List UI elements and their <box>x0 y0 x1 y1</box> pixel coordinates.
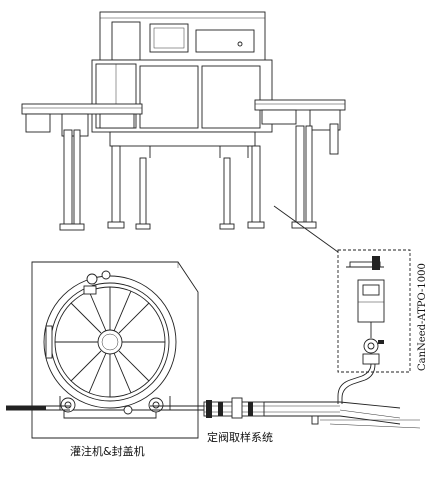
sampling-device-box <box>337 249 411 373</box>
conveyor-line <box>6 397 421 429</box>
valve-sampling-label: 定阀取样系统 <box>207 430 273 444</box>
machine-elevation-view <box>21 11 346 231</box>
filler-capper-plan-view <box>31 261 199 439</box>
sampling-hose <box>337 363 372 404</box>
machine-legs <box>59 123 339 231</box>
carousel-spokes <box>55 287 165 397</box>
leader-line <box>273 205 339 253</box>
filler-capper-label: 灌注机&封盖机 <box>70 444 145 458</box>
device-model-label: CanNeed-ATPO-1000 <box>417 263 428 371</box>
